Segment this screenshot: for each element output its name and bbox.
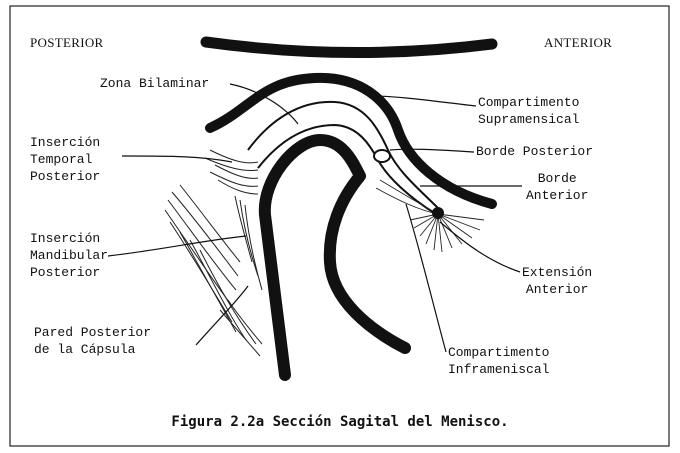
compartimento-supra-label: Compartimento Supramensical (478, 94, 579, 128)
borde-anterior-label: Borde Anterior (526, 170, 588, 204)
borde-posterior-label: Borde Posterior (476, 143, 593, 160)
articular-eminence-top (206, 42, 492, 53)
insercion-mandibular-label: Inserción Mandibular Posterior (30, 230, 108, 281)
posterior-label: POSTERIOR (30, 34, 104, 51)
anterior-band-mark (432, 207, 444, 219)
pared-posterior-label: Pared Posterior de la Cápsula (34, 324, 151, 358)
anterior-label: ANTERIOR (544, 34, 612, 51)
compartimento-infra-label: Compartimento Inframeniscal (448, 344, 549, 378)
posterior-band-mark (374, 150, 390, 162)
insercion-temporal-label: Inserción Temporal Posterior (30, 134, 100, 185)
figure-caption: Figura 2.2a Sección Sagital del Menisco. (0, 414, 680, 430)
mandibular-condyle (265, 140, 405, 375)
zona-bilaminar-label: Zona Bilaminar (100, 75, 209, 92)
extension-anterior-label: Extensión Anterior (522, 264, 592, 298)
